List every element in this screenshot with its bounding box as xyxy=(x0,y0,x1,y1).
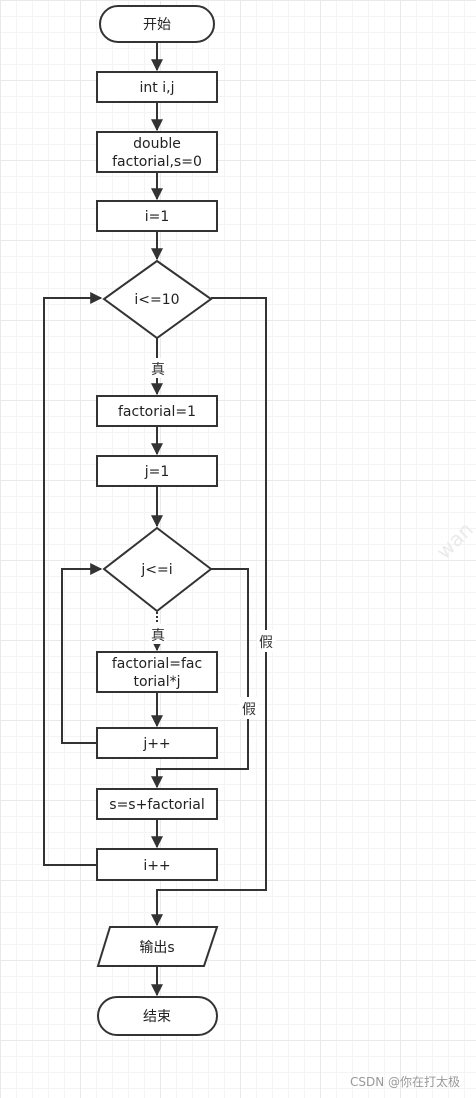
node-factorial-reset: factorial=1 xyxy=(96,395,218,427)
node-j-increment: j++ xyxy=(96,727,218,759)
node-j-init-label: j=1 xyxy=(144,464,170,480)
node-j-init: j=1 xyxy=(96,455,218,487)
csdn-credit: CSDN @你在打太极 xyxy=(349,1075,460,1089)
node-double-declaration: double factorial,s=0 xyxy=(96,131,218,173)
node-j-increment-label: j++ xyxy=(142,736,170,752)
edge-label-inner-true: 真 xyxy=(151,628,165,644)
edge-outer-false xyxy=(151,297,267,927)
edge-label-outer-true: 真 xyxy=(151,362,165,378)
connectors xyxy=(43,42,267,997)
node-outer-condition: i<=10 xyxy=(102,259,213,340)
node-i-increment-label: i++ xyxy=(143,858,170,874)
node-inner-condition-label: j<=i xyxy=(140,562,172,578)
edge-label-inner-false: 假 xyxy=(242,702,256,718)
edge-label-inner-false-bg xyxy=(239,697,258,719)
node-start: 开始 xyxy=(99,5,215,43)
node-inner-condition: j<=i xyxy=(102,526,213,613)
edge-label-inner-true-bg xyxy=(149,624,167,644)
edge-label-outer-false-bg xyxy=(257,630,276,652)
watermark-text: wan xyxy=(432,517,476,563)
node-accumulate: s=s+factorial xyxy=(96,788,218,820)
node-multiply: factorial=fac torial*j xyxy=(96,651,218,693)
edge-inner-loop-back xyxy=(61,563,103,744)
node-double-declaration-line-2: factorial,s=0 xyxy=(112,154,202,170)
node-multiply-line-2: torial*j xyxy=(133,674,180,690)
node-accumulate-label: s=s+factorial xyxy=(109,797,204,813)
edge-outer-loop-back xyxy=(43,292,103,866)
node-double-declaration-line-1: double xyxy=(133,136,181,152)
node-i-init-label: i=1 xyxy=(145,209,170,225)
node-i-increment: i++ xyxy=(96,848,218,881)
node-start-label: 开始 xyxy=(143,17,171,33)
edge-label-outer-true-bg xyxy=(149,358,167,378)
edge-inner-false xyxy=(151,568,249,789)
node-int-declaration-label: int i,j xyxy=(140,80,175,96)
node-int-declaration: int i,j xyxy=(96,71,218,103)
node-output-label: 输出s xyxy=(139,940,174,956)
edge-label-outer-false: 假 xyxy=(259,635,273,651)
node-end-label: 结束 xyxy=(143,1009,171,1025)
node-multiply-line-1: factorial=fac xyxy=(112,656,202,672)
node-factorial-reset-label: factorial=1 xyxy=(118,404,196,420)
node-outer-condition-label: i<=10 xyxy=(134,292,179,308)
node-i-init: i=1 xyxy=(96,200,218,232)
node-end: 结束 xyxy=(97,996,218,1036)
node-output: 输出s xyxy=(96,926,219,967)
